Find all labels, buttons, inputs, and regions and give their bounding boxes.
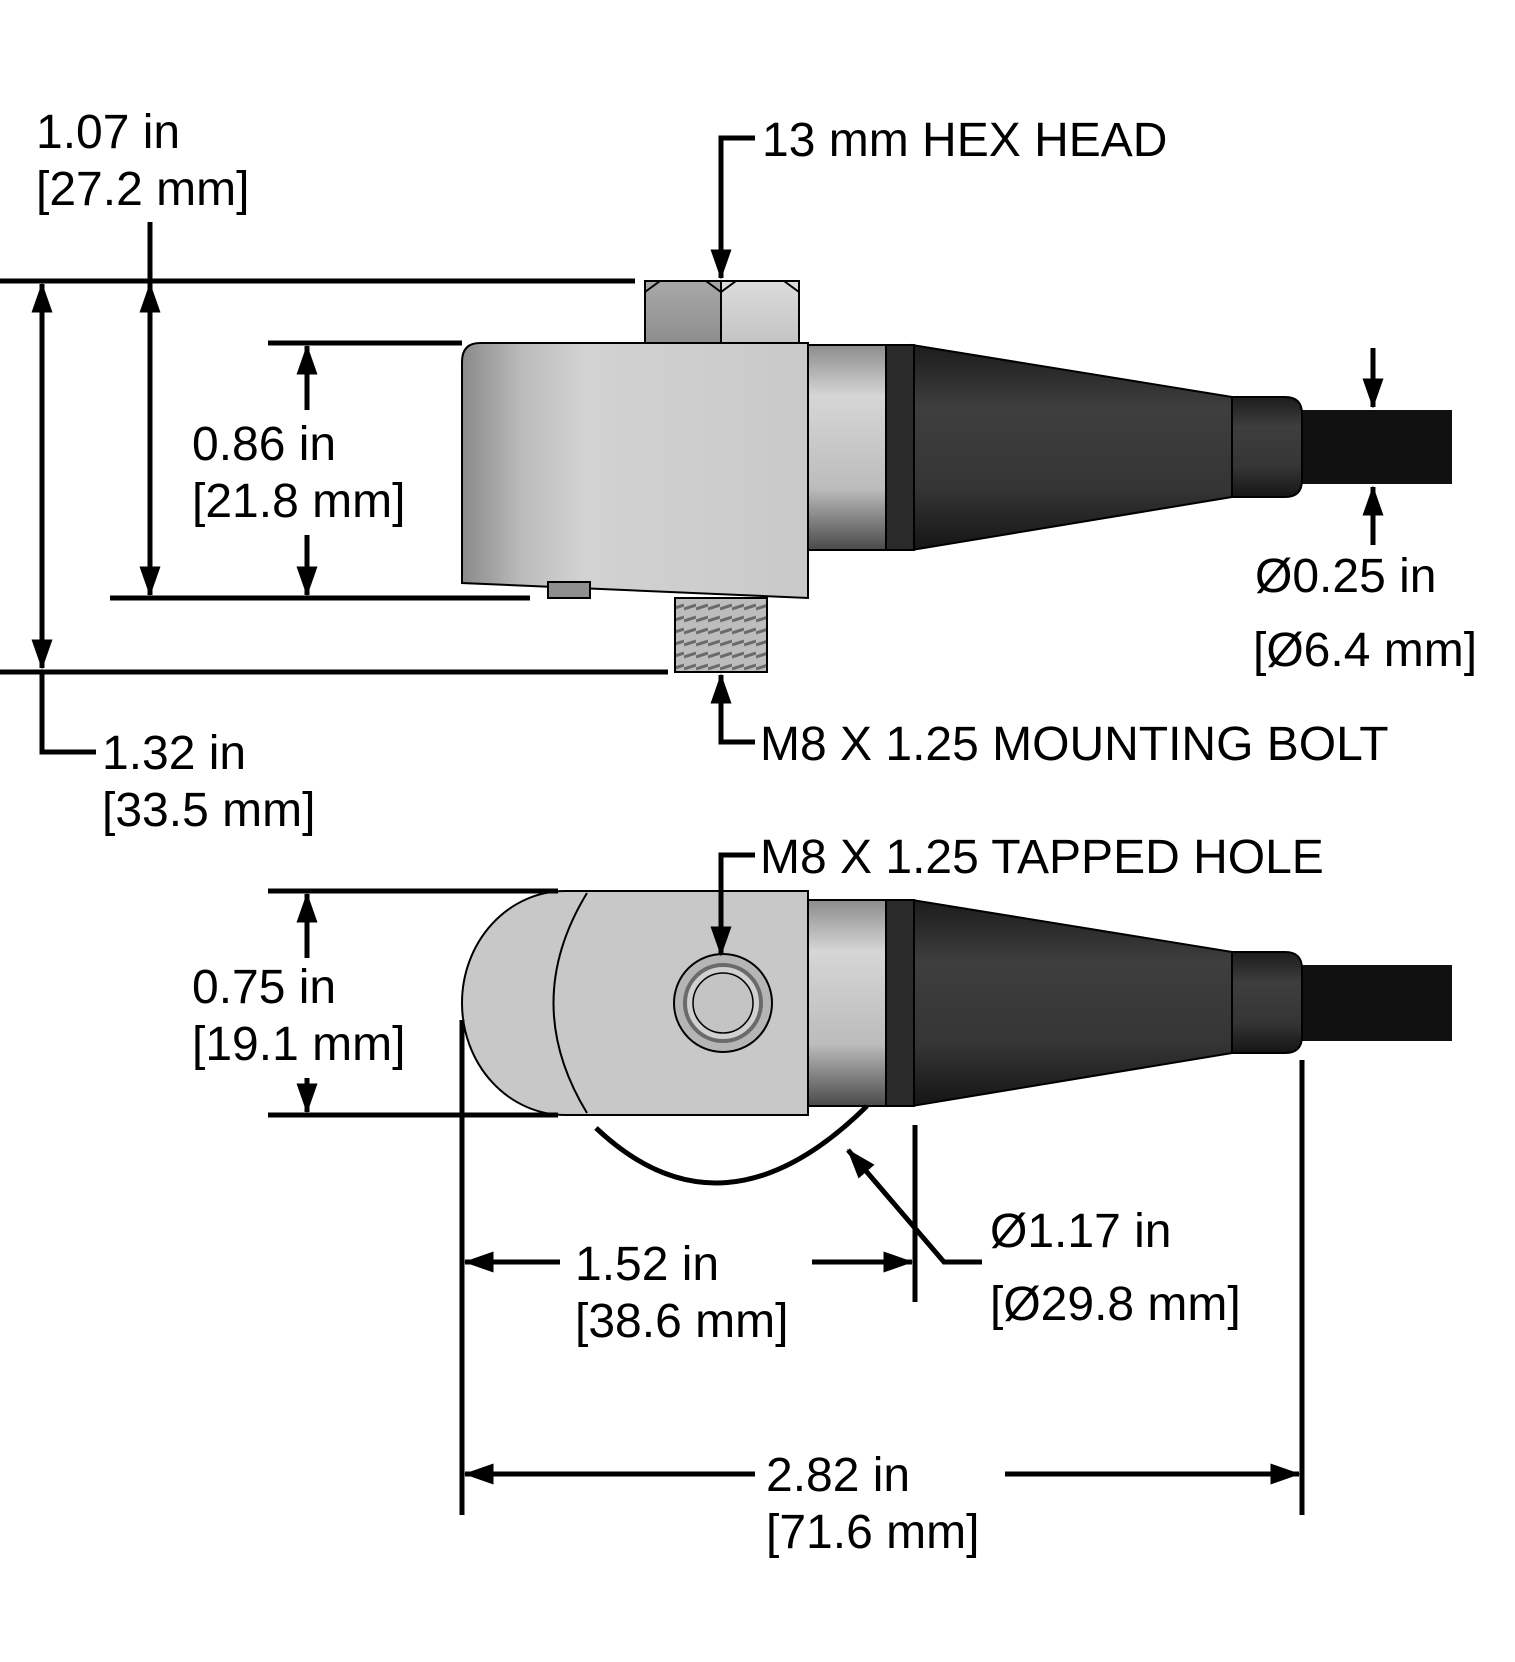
swing-dia-leader — [846, 1148, 982, 1265]
body-curve-line — [552, 892, 588, 1114]
label-hex-head: 13 mm HEX HEAD — [762, 114, 1167, 167]
boot-cone-side — [911, 343, 1233, 552]
label-swing-dia-in: Ø1.17 in — [990, 1205, 1171, 1258]
hex-head-leader — [710, 135, 755, 280]
hex-head-left-face — [644, 280, 722, 344]
label-0-75-mm: [19.1 mm] — [192, 1018, 405, 1071]
ring-side — [807, 344, 887, 551]
labels: 1.07 in [27.2 mm] 0.86 in [21.8 mm] 1.32… — [36, 106, 1477, 1559]
label-cable-dia-mm: [Ø6.4 mm] — [1253, 624, 1477, 677]
sensor-body-side — [461, 342, 809, 600]
cable-side — [1300, 410, 1452, 484]
label-swing-dia-mm: [Ø29.8 mm] — [990, 1278, 1241, 1331]
label-1-32-in: 1.32 in — [102, 727, 246, 780]
side-view — [461, 280, 1452, 673]
label-1-07-mm: [27.2 mm] — [36, 163, 249, 216]
hex-head-right-face — [720, 280, 800, 344]
mounting-bolt — [674, 597, 768, 673]
label-cable-dia-in: Ø0.25 in — [1255, 550, 1436, 603]
label-tapped-hole: M8 X 1.25 TAPPED HOLE — [760, 831, 1324, 884]
label-2-82-mm: [71.6 mm] — [766, 1506, 979, 1559]
top-view — [461, 890, 1452, 1186]
label-1-07-in: 1.07 in — [36, 106, 180, 159]
mounting-bolt-leader — [710, 673, 755, 745]
label-0-86-mm: [21.8 mm] — [192, 475, 405, 528]
cable-top — [1300, 965, 1452, 1041]
boot-cone-top — [911, 898, 1233, 1108]
label-1-52-mm: [38.6 mm] — [575, 1295, 788, 1348]
dimension-lines — [0, 135, 1384, 1515]
swing-arc — [594, 1104, 869, 1186]
label-1-32-mm: [33.5 mm] — [102, 784, 315, 837]
boot-tip-side — [1229, 396, 1303, 498]
boot-tip-top — [1229, 951, 1303, 1054]
body-step — [547, 581, 591, 599]
label-mounting-bolt: M8 X 1.25 MOUNTING BOLT — [760, 718, 1389, 771]
label-0-75-in: 0.75 in — [192, 961, 336, 1014]
ring-top — [807, 899, 887, 1107]
tapped-hole-leader — [710, 852, 755, 957]
boot-collar-top — [883, 899, 915, 1107]
boot-collar-side — [883, 344, 915, 551]
label-2-82-in: 2.82 in — [766, 1449, 910, 1502]
label-0-86-in: 0.86 in — [192, 418, 336, 471]
label-1-52-in: 1.52 in — [575, 1238, 719, 1291]
